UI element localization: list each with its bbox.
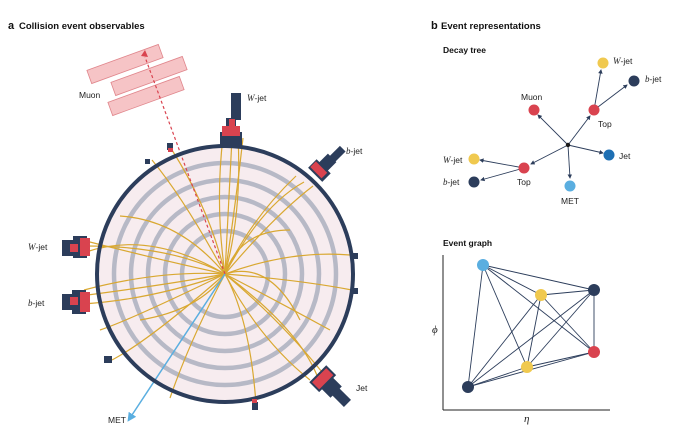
muon-chamber-boxes — [86, 43, 188, 117]
w-jet-top-label: W-jet — [247, 93, 267, 103]
w-jet-top-deposit — [220, 93, 242, 146]
muon-node-label: Muon — [521, 92, 543, 102]
muon-label: Muon — [79, 90, 101, 100]
jet-node — [603, 149, 615, 161]
graph-node-b-jet-1 — [588, 284, 600, 296]
graph-node-muon — [588, 346, 600, 358]
muon-node — [528, 104, 540, 116]
decay-tree-edges — [479, 69, 628, 182]
jet-label: Jet — [356, 383, 368, 393]
panel-a-letter: a — [8, 20, 15, 32]
w-jet-node-2 — [468, 153, 480, 165]
met-label: MET — [108, 415, 126, 425]
panel-b: b Event representations Decay tree Muon … — [431, 20, 662, 425]
b-jet-node-1 — [628, 75, 640, 87]
panel-b-title: Event representations — [441, 21, 541, 32]
w-jet-node-1-label: W-jet — [613, 56, 633, 66]
panel-b-letter: b — [431, 20, 438, 32]
small-red-deposits — [168, 148, 257, 403]
b-jet-left-deposit — [62, 290, 90, 314]
w-jet-node-1 — [597, 57, 609, 69]
w-jet-left-deposit — [62, 236, 90, 258]
w-jet-node-2-label: W-jet — [443, 155, 463, 165]
muon-box — [107, 75, 185, 117]
decay-tree-title: Decay tree — [443, 45, 486, 55]
top-node-1 — [588, 104, 600, 116]
panel-a: a Collision event observables Muon — [8, 20, 368, 425]
event-graph-title: Event graph — [443, 238, 492, 248]
top-node-2 — [518, 162, 530, 174]
jet-deposit — [309, 365, 351, 407]
met-node — [564, 180, 576, 192]
particle-tracks — [79, 136, 353, 405]
phi-axis-label: ϕ — [432, 324, 438, 336]
b-jet-right-label: b-jet — [346, 146, 363, 156]
muon-track — [144, 56, 226, 275]
b-jet-node-2 — [468, 176, 480, 188]
w-jet-left-label: W-jet — [28, 242, 48, 252]
graph-node-w-jet-2 — [521, 361, 533, 373]
event-graph: Event graph ϕ η — [432, 238, 610, 425]
small-deposits — [104, 143, 358, 410]
muon-arrowhead — [141, 50, 148, 57]
b-jet-node-1-label: b-jet — [645, 74, 662, 84]
top-node-2-label: Top — [517, 177, 531, 187]
top-node-1-label: Top — [598, 119, 612, 129]
panel-a-title: Collision event observables — [19, 21, 145, 32]
graph-node-b-jet-2 — [462, 381, 474, 393]
decay-tree: Decay tree Muon Top W-jet b-jet — [443, 45, 662, 206]
event-graph-edges — [467, 264, 595, 388]
detector-rings — [111, 160, 339, 388]
b-jet-node-2-label: b-jet — [443, 177, 460, 187]
b-jet-right-deposit — [308, 145, 346, 182]
muon-box — [110, 55, 188, 97]
jet-node-label: Jet — [619, 151, 631, 161]
eta-axis-label: η — [524, 413, 529, 425]
decay-vertex — [565, 142, 571, 148]
met-node-label: MET — [561, 196, 579, 206]
graph-node-met — [477, 259, 489, 271]
b-jet-left-label: b-jet — [28, 298, 45, 308]
met-arrow — [127, 273, 226, 422]
graph-node-w-jet-1 — [535, 289, 547, 301]
